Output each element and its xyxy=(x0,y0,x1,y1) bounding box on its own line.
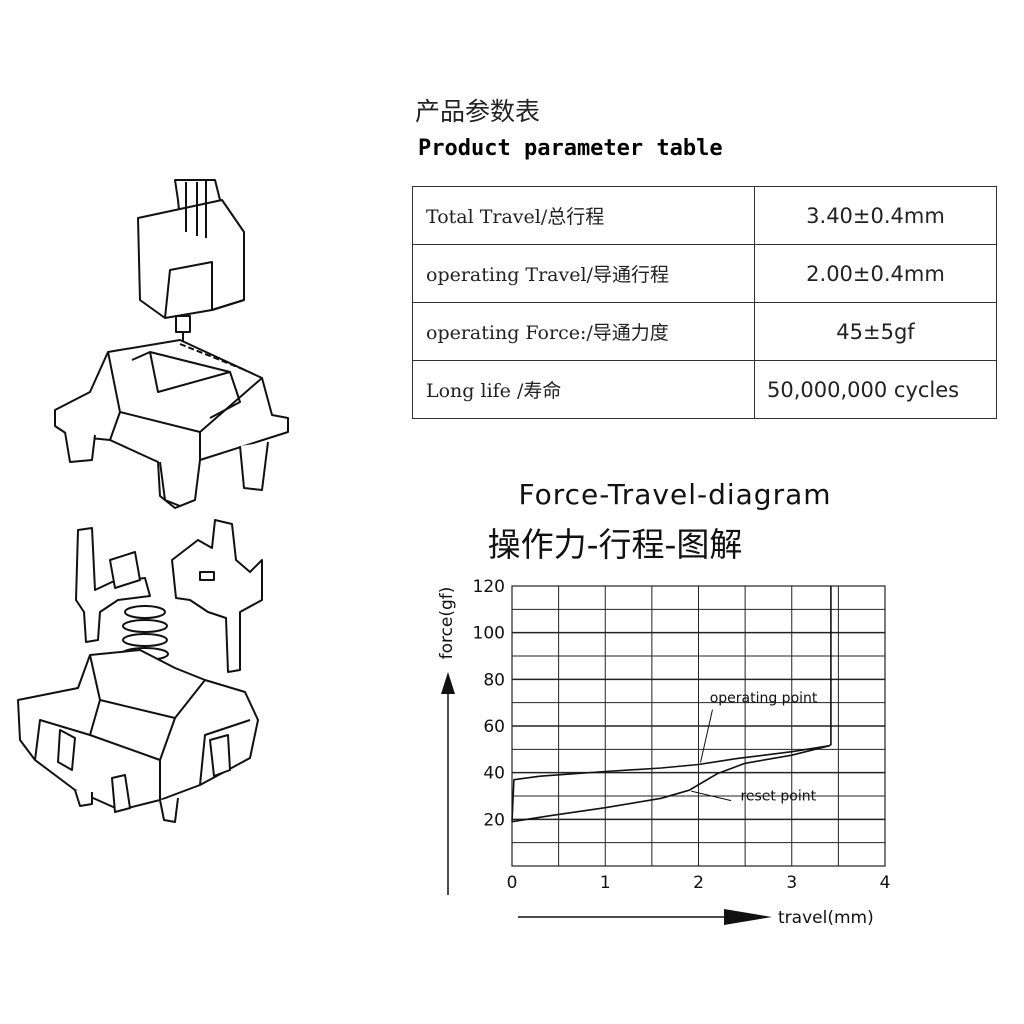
row-value-operating-force: 45±5gf xyxy=(754,302,997,361)
chart-ticks: 0 1 2 3 4 20 40 60 80 100 120 xyxy=(473,577,891,893)
table-row: operating Travel/导通行程 2.00±0.4mm xyxy=(412,244,997,303)
table-row: operating Force:/导通力度 45±5gf xyxy=(412,302,997,361)
top-housing-part xyxy=(54,339,289,509)
operating-point-label: operating point xyxy=(710,691,818,707)
series-line-1 xyxy=(511,586,832,822)
row-label-long-life: Long life /寿命 xyxy=(412,360,755,419)
y-tick-label: 20 xyxy=(483,810,505,830)
x-tick-label: 3 xyxy=(786,873,797,893)
stem-part xyxy=(137,179,245,345)
row-label-operating-travel: operating Travel/导通行程 xyxy=(412,244,755,303)
contact-leaf-right xyxy=(171,519,263,673)
y-tick-label: 40 xyxy=(483,764,505,784)
table-row: Long life /寿命 50,000,000 cycles xyxy=(412,360,997,419)
reset-point-label: reset point xyxy=(740,789,816,805)
y-axis-arrow xyxy=(441,672,455,895)
contact-leaf-left xyxy=(75,527,151,643)
diagram-title-en: Force-Travel-diagram xyxy=(518,478,832,511)
parameter-table: Total Travel/总行程 3.40±0.4mm operating Tr… xyxy=(412,186,997,419)
x-tick-label: 4 xyxy=(880,873,891,893)
table-row: Total Travel/总行程 3.40±0.4mm xyxy=(412,186,997,245)
x-axis-label: travel(mm) xyxy=(778,908,874,928)
table-title-cn: 产品参数表 xyxy=(415,97,541,126)
y-tick-label: 120 xyxy=(473,577,505,597)
x-tick-label: 2 xyxy=(693,873,704,893)
series-line-2 xyxy=(511,745,830,823)
row-label-operating-force: operating Force:/导通力度 xyxy=(412,302,755,361)
y-tick-label: 80 xyxy=(483,670,505,690)
x-axis-arrow xyxy=(518,909,772,925)
y-tick-label: 60 xyxy=(483,717,505,737)
reset-point-leader xyxy=(691,790,732,802)
chart-grid xyxy=(511,585,886,867)
row-value-operating-travel: 2.00±0.4mm xyxy=(754,244,997,303)
row-value-total-travel: 3.40±0.4mm xyxy=(754,186,997,245)
diagram-title-cn: 操作力-行程-图解 xyxy=(487,525,743,564)
chart-series xyxy=(511,586,832,823)
row-label-total-travel: Total Travel/总行程 xyxy=(412,186,755,245)
y-tick-label: 100 xyxy=(473,624,505,644)
x-tick-label: 0 xyxy=(507,873,518,893)
x-tick-label: 1 xyxy=(600,873,611,893)
chart-annotations: operating point reset point xyxy=(691,691,818,805)
operating-point-leader xyxy=(700,709,713,763)
table-title-en: Product parameter table xyxy=(418,136,723,161)
bottom-housing-part xyxy=(17,649,259,823)
row-value-long-life: 50,000,000 cycles xyxy=(754,360,997,419)
y-axis-label: force(gf) xyxy=(437,587,457,660)
